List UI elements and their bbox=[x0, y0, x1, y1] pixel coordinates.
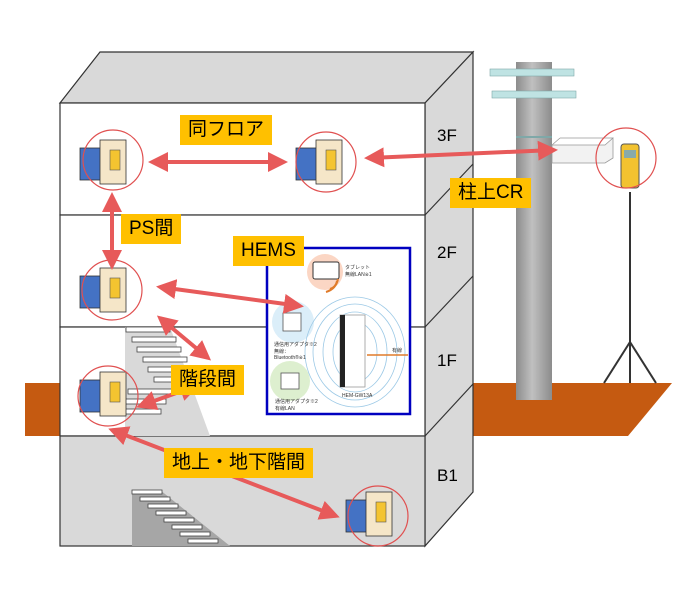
meter-cabinet-2f bbox=[79, 259, 143, 321]
arrow-stairs-up bbox=[156, 315, 212, 361]
label-ps: PS間 bbox=[121, 214, 182, 244]
building-roof bbox=[58, 51, 475, 104]
floor-label-2f: 2F bbox=[437, 243, 457, 262]
arrow-pole-cr bbox=[364, 140, 558, 168]
hems-adapter2-label: 通信用アダプタ※2 有線LAN bbox=[275, 399, 318, 412]
adapter-2-icon bbox=[280, 372, 300, 390]
hems-tablet-label: タブレット 無線LAN※1 bbox=[345, 265, 372, 278]
meter-circle bbox=[595, 127, 657, 189]
label-same-floor: 同フロア bbox=[180, 115, 273, 145]
arrow-hems bbox=[156, 279, 304, 314]
hems-device-label: HEM-GW13A bbox=[342, 393, 373, 399]
label-stairs: 階段間 bbox=[171, 365, 245, 395]
ground-left bbox=[25, 383, 60, 436]
crossarm-mid bbox=[491, 90, 577, 99]
meter-cabinet-3f-left bbox=[79, 129, 144, 191]
floor-label-1f: 1F bbox=[437, 351, 457, 370]
meter-cabinet-b1 bbox=[345, 485, 409, 547]
ground-right bbox=[425, 383, 672, 436]
label-pole-cr: 柱上CR bbox=[450, 178, 532, 208]
tablet-icon bbox=[312, 261, 340, 280]
label-ground-basement: 地上・地下階間 bbox=[164, 448, 314, 478]
hems-adapter1-label: 通信用アダプタ※2 無線： Bluetooth®※1 bbox=[274, 342, 317, 361]
meter-cabinet-3f-right bbox=[295, 131, 357, 193]
floor-label-b1: B1 bbox=[437, 466, 458, 485]
hems-wired-label: 有線 bbox=[392, 348, 403, 354]
label-hems: HEMS bbox=[233, 236, 304, 266]
concentrator-box bbox=[551, 137, 614, 164]
crossarm-top bbox=[489, 68, 575, 77]
utility-pole bbox=[516, 62, 552, 400]
adapter-1-icon bbox=[282, 312, 302, 332]
floor-label-3f: 3F bbox=[437, 126, 457, 145]
